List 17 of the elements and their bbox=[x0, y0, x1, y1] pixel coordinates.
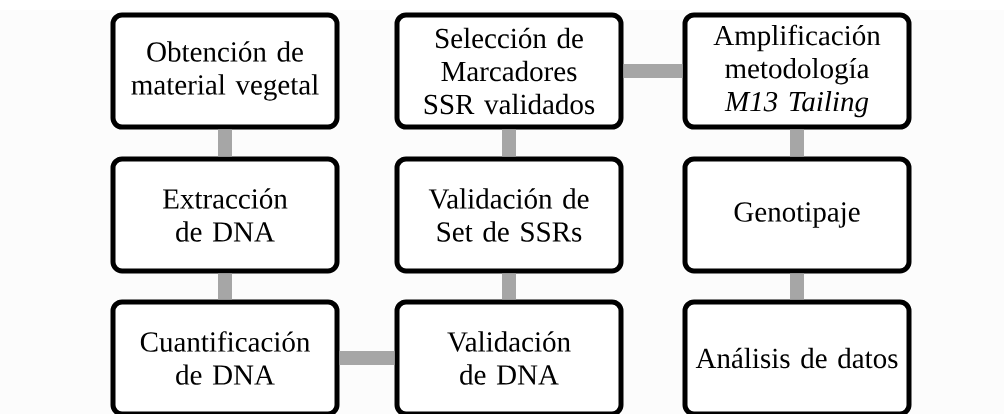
process-box: Validación de DNA bbox=[394, 299, 624, 414]
process-box: Selección de Marcadores SSR validados bbox=[394, 12, 624, 130]
connector-bar bbox=[790, 129, 804, 157]
connector-bar bbox=[218, 129, 232, 157]
connector-bar bbox=[502, 273, 516, 300]
process-box: Genotipaje bbox=[682, 156, 912, 274]
process-box: Análisis de datos bbox=[682, 299, 912, 414]
process-box: Amplificación metodología M13 Tailing bbox=[682, 12, 912, 130]
connector-bar bbox=[790, 273, 804, 300]
process-box: Obtención de material vegetal bbox=[110, 12, 340, 130]
connector-bar bbox=[339, 351, 395, 365]
connector-bar bbox=[502, 129, 516, 157]
connector-bar bbox=[218, 273, 232, 300]
connector-bar bbox=[623, 64, 683, 78]
process-box: Validación de Set de SSRs bbox=[394, 156, 624, 274]
process-box: Extracción de DNA bbox=[110, 156, 340, 274]
process-box: Cuantificación de DNA bbox=[110, 299, 340, 414]
